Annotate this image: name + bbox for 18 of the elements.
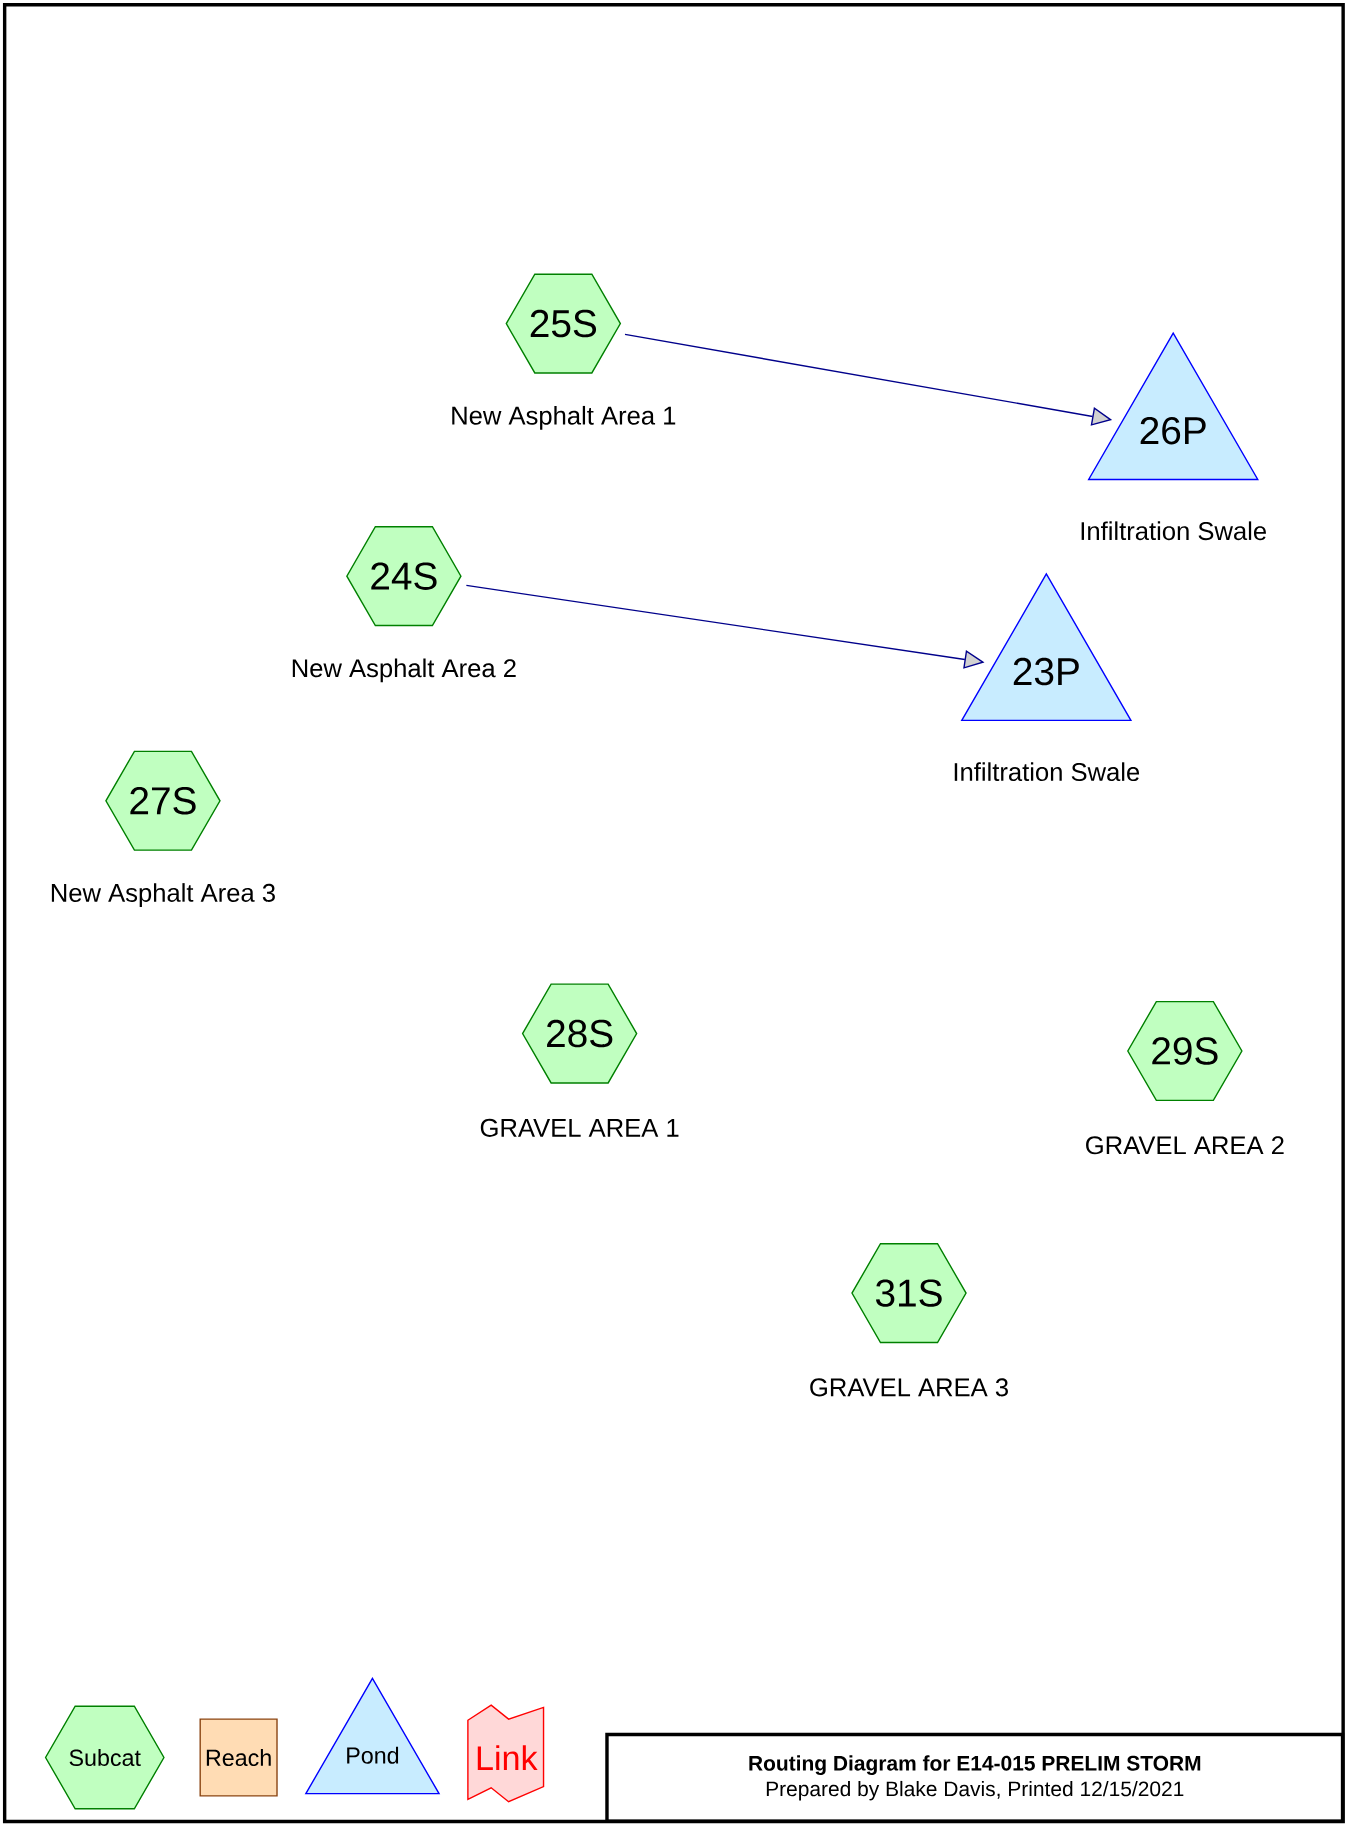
subcatchment-hexagon: 29S: [1126, 1000, 1243, 1102]
reach-legend: Reach: [199, 1718, 278, 1797]
subcatchment-hexagon: 24S: [345, 526, 462, 627]
node-label: Infiltration Swale: [954, 762, 1139, 782]
node-label: GRAVEL AREA 3: [810, 1378, 1008, 1397]
node-label: New Asphalt Area 2: [292, 658, 516, 683]
link-legend: Link: [466, 1704, 545, 1803]
node-label: New Asphalt Area 1: [452, 405, 675, 430]
subcatchment-hexagon: 31S: [850, 1243, 967, 1344]
subcatchment-hexagon: 28S: [521, 983, 638, 1084]
node-label: GRAVEL AREA 1: [480, 1118, 679, 1137]
node-label: GRAVEL AREA 2: [1085, 1136, 1284, 1155]
node-label: New Asphalt Area 3: [51, 883, 275, 907]
subcatchment-hexagon: 27S: [104, 750, 221, 851]
subcatchment-hexagon: 25S: [505, 273, 621, 374]
subcatchment-legend: Subcat: [44, 1705, 165, 1810]
node-label: Infiltration Swale: [1081, 521, 1266, 541]
title-block: Routing Diagram for E14-015 PRELIM STORM Prepared by Blake Davis, Printed 12/15/2021: [605, 1732, 1345, 1824]
